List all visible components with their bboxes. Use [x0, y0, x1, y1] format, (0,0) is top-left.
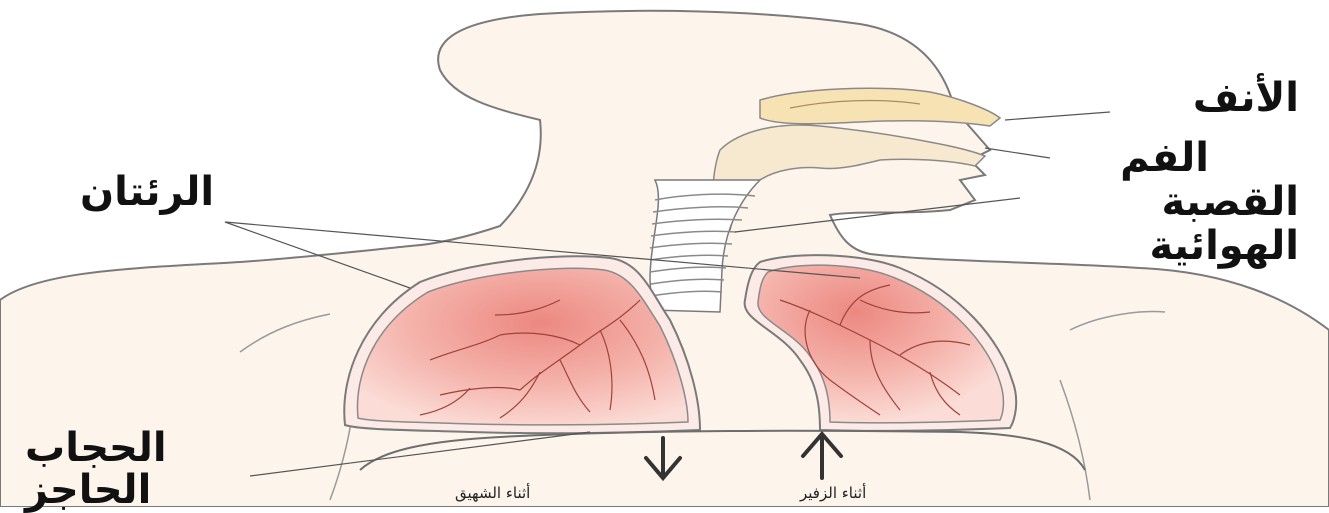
diaphragm-label-line2: الحاجز: [25, 470, 151, 510]
trachea-label-line2: الهوائية: [1149, 226, 1299, 266]
lungs-label: الرئتان: [80, 172, 214, 212]
diaphragm-label: الحجاب: [25, 428, 167, 468]
mouth-label: الفم: [1120, 138, 1209, 178]
nose-leader: [1005, 112, 1110, 120]
inhale-label: أثناء الشهيق: [455, 486, 530, 501]
exhale-label: أثناء الزفير: [800, 486, 866, 501]
trachea-label: القصبة: [1161, 182, 1299, 222]
mouth-leader: [985, 148, 1050, 158]
nose-label: الأنف: [1193, 78, 1299, 118]
